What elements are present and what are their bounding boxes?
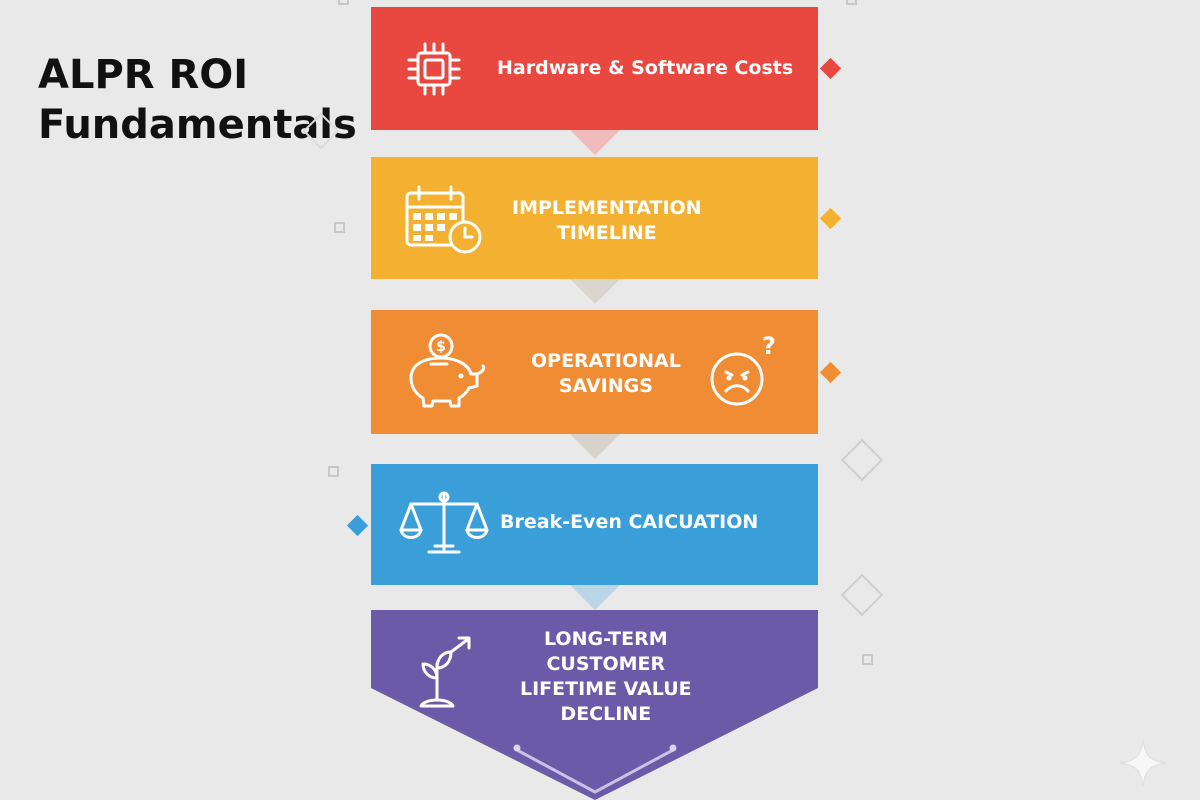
- step-label: Hardware & Software Costs: [497, 56, 793, 81]
- step-label-line: DECLINE: [560, 703, 652, 725]
- step-break-even-calculation: Break-Even CAICUATION: [371, 464, 818, 585]
- piggy-bank-icon: $: [409, 333, 486, 408]
- connector-arrow: [570, 585, 620, 610]
- marker-diamond: [819, 361, 842, 384]
- step-label-line: OPERATIONAL: [531, 350, 681, 372]
- decor-diamond: [840, 573, 884, 617]
- step-label: Break-Even CAICUATION: [500, 510, 758, 535]
- step-hardware-software-costs: Hardware & Software Costs: [371, 7, 818, 130]
- sprout-icon: [419, 636, 471, 708]
- step-label-line: IMPLEMENTATION: [512, 197, 702, 219]
- step-label: IMPLEMENTATION TIMELINE: [512, 196, 702, 246]
- connector-arrow: [570, 434, 620, 459]
- calendar-clock-icon: [405, 185, 482, 254]
- decor-square: [334, 222, 345, 233]
- svg-text:$: $: [436, 339, 446, 355]
- sad-face-question-icon: ?: [710, 332, 776, 406]
- decor-square: [328, 466, 339, 477]
- cpu-chip-icon: [407, 42, 461, 96]
- step-label-line: CUSTOMER: [546, 653, 666, 675]
- step-implementation-timeline: IMPLEMENTATION TIMELINE: [371, 157, 818, 279]
- step-label-line: LONG-TERM: [543, 628, 668, 650]
- marker-diamond: [819, 57, 842, 80]
- marker-diamond: [346, 514, 369, 537]
- step-long-term-clv-decline: LONG-TERM CUSTOMER LIFETIME VALUE DECLIN…: [371, 610, 818, 740]
- step-label-line: SAVINGS: [558, 375, 653, 397]
- decor-square: [862, 654, 873, 665]
- connector-arrow: [570, 279, 620, 304]
- step-label: LONG-TERM CUSTOMER LIFETIME VALUE DECLIN…: [520, 627, 692, 727]
- decor-diamond: [840, 438, 884, 482]
- step-long-term-clv-decline-shape: [371, 610, 818, 800]
- step-label: OPERATIONAL SAVINGS: [531, 349, 681, 399]
- step-operational-savings: $ OPERATIONAL SAVINGS ?: [371, 310, 818, 434]
- title-line-2: Fundamentals: [38, 102, 357, 148]
- balance-scale-icon: [399, 491, 489, 554]
- step-label-line: Break-Even CAICUATION: [500, 511, 759, 533]
- marker-diamond: [819, 207, 842, 230]
- svg-text:?: ?: [762, 332, 776, 360]
- step-label-line: LIFETIME VALUE: [520, 678, 692, 700]
- decor-square: [846, 0, 857, 5]
- page-title: ALPR ROI Fundamentals: [38, 50, 357, 150]
- decor-square: [338, 0, 349, 5]
- step-label-line: TIMELINE: [556, 222, 657, 244]
- sparkle-icon: [1119, 739, 1167, 787]
- connector-arrow: [570, 130, 620, 155]
- title-line-1: ALPR ROI: [38, 52, 249, 98]
- step-label-line: Hardware & Software Costs: [497, 57, 794, 79]
